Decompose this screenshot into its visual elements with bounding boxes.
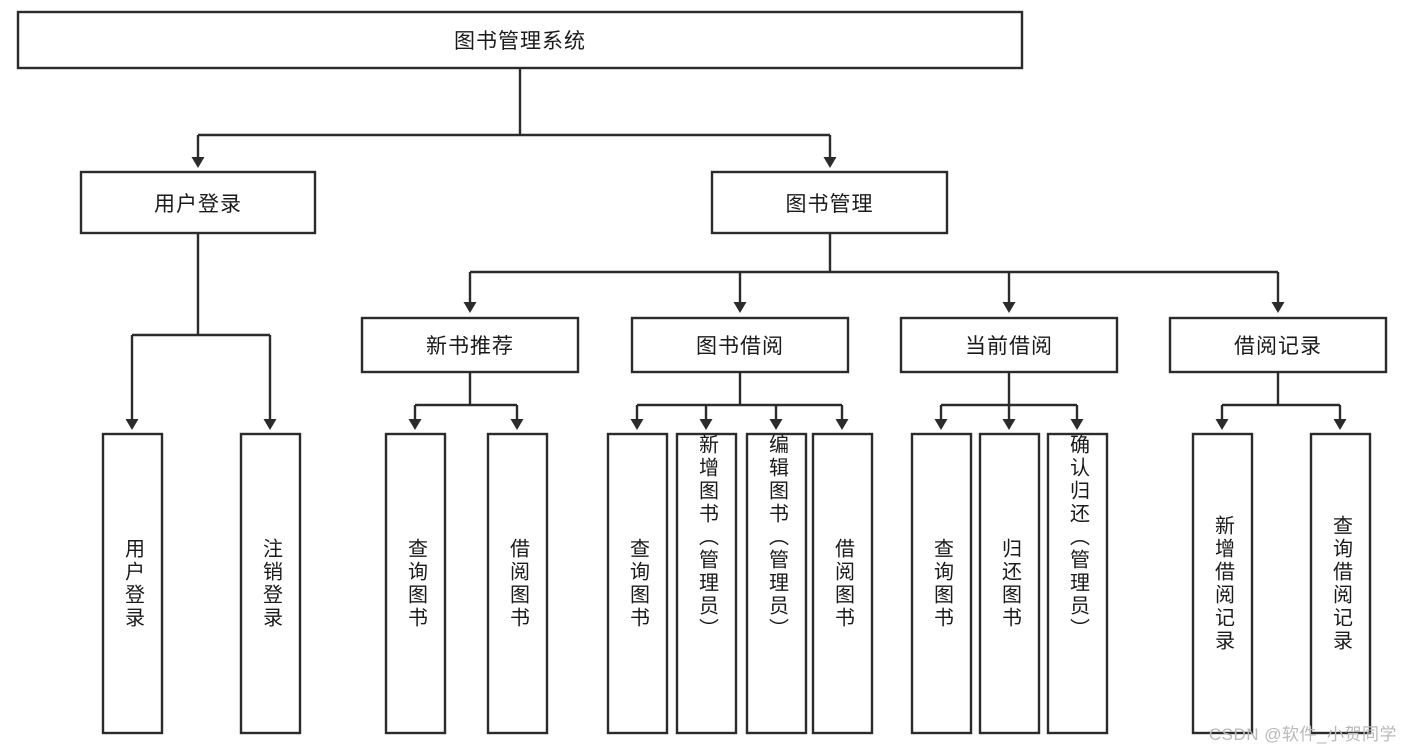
node-box-user-login[interactable] (79, 170, 317, 235)
leaf-box-borrow-record-0[interactable] (1191, 432, 1254, 735)
leaf-box-current-borrow-1[interactable] (978, 432, 1041, 735)
leaf-box-borrow-record-1[interactable] (1309, 432, 1372, 735)
leaf-box-book-borrow-3[interactable] (811, 432, 874, 735)
node-box-book-borrow[interactable] (630, 316, 850, 374)
watermark-text: CSDN @软件_小贺同学 (1208, 725, 1397, 744)
node-box-new-book-recommend[interactable] (360, 316, 580, 374)
leaf-box-current-borrow-2[interactable] (1046, 432, 1109, 735)
node-box-root[interactable] (16, 10, 1024, 70)
leaf-box-book-borrow-0[interactable] (606, 432, 669, 735)
leaf-box-new-book-0[interactable] (384, 432, 447, 735)
node-box-current-borrow[interactable] (899, 316, 1119, 374)
leaf-box-new-book-1[interactable] (486, 432, 549, 735)
leaf-box-book-borrow-2[interactable] (745, 432, 808, 735)
leaf-box-current-borrow-0[interactable] (910, 432, 973, 735)
leaf-box-user-login-1[interactable] (239, 432, 302, 735)
node-box-borrow-record[interactable] (1168, 316, 1388, 374)
leaf-box-user-login-0[interactable] (101, 432, 164, 735)
leaf-box-book-borrow-1[interactable] (675, 432, 738, 735)
node-box-book-manage[interactable] (710, 170, 949, 235)
